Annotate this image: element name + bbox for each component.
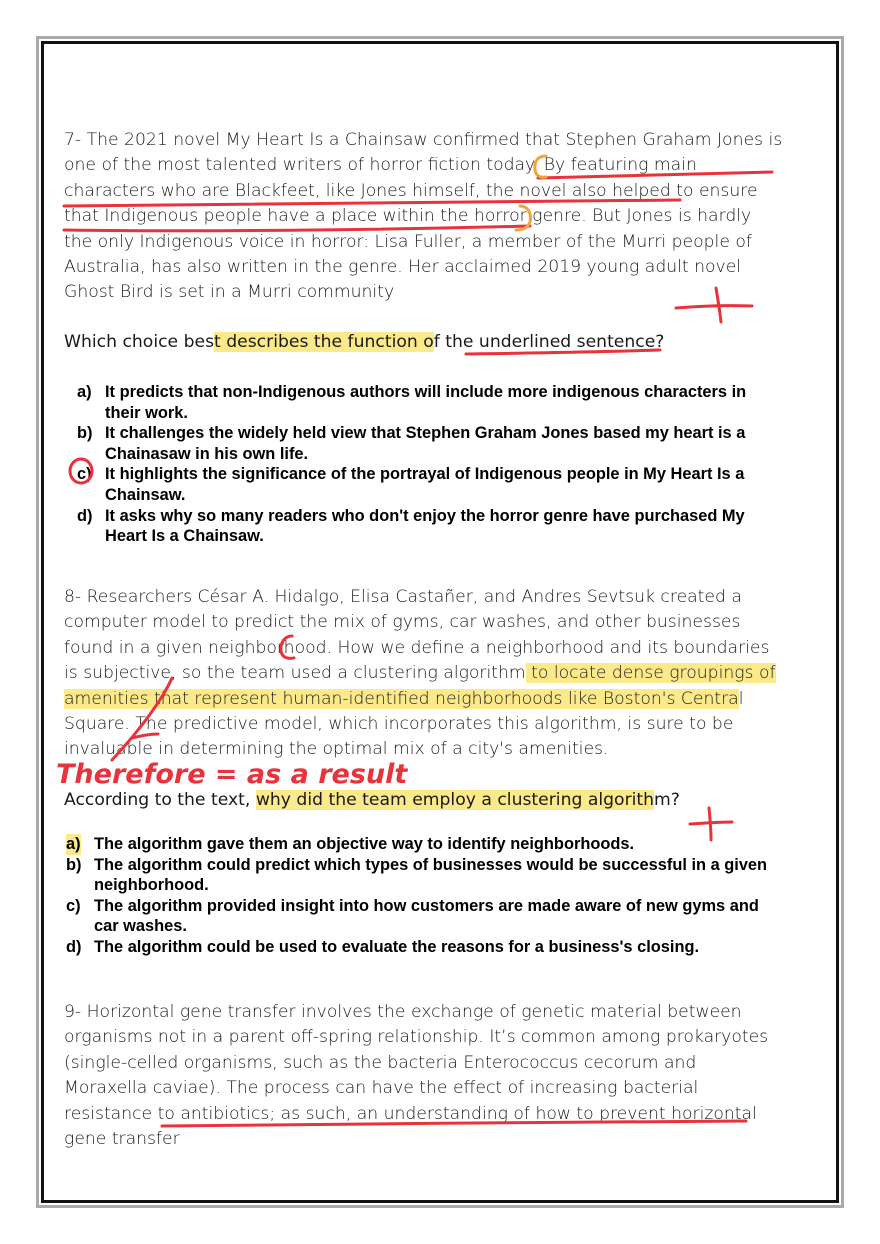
choice-text: The algorithm gave them an objective way… (94, 835, 635, 853)
q7-question-mid: f the u (433, 332, 490, 352)
q7-passage-intro: 7- The 2021 novel My Heart Is a Chainsaw… (64, 130, 783, 176)
q7-choice-b[interactable]: b) It challenges the widely held view tha… (77, 423, 777, 464)
q8-passage-intro: 8- Researchers César A. Hidalgo, Elisa C… (64, 587, 770, 684)
q7-passage-rest: But Jones is hardly the only Indigenous … (64, 206, 752, 303)
choice-letter: d) (77, 506, 93, 525)
q8-choice-b[interactable]: b) The algorithm could predict which type… (66, 855, 778, 896)
q8-question-end: m? (654, 790, 680, 810)
q8-passage-rest: l Square. The predictive model, which in… (64, 688, 744, 760)
q9-passage: 9- Horizontal gene transfer involves the… (64, 1000, 784, 1152)
q8-passage: 8- Researchers César A. Hidalgo, Elisa C… (64, 585, 784, 763)
choice-text: The algorithm could predict which types … (94, 855, 768, 895)
choice-text: The algorithm provided insight into how … (94, 896, 759, 936)
page-outer-border (36, 36, 844, 1208)
q7-choices: a) It predicts that non-Indigenous author… (77, 382, 777, 547)
choice-letter: c) (66, 896, 81, 915)
page-inner-border (41, 41, 839, 1203)
q8-question-highlight: why did the team employ a clustering alg… (255, 790, 655, 810)
q8-choices: a) The algorithm gave them an objective w… (66, 834, 778, 958)
q8-choice-d[interactable]: d) The algorithm could be used to evaluat… (66, 937, 778, 958)
choice-text: It challenges the widely held view that … (105, 424, 746, 463)
q7-question-highlight: t describes the function o (214, 332, 434, 352)
choice-letter: a) (66, 834, 81, 855)
choice-letter: b) (77, 424, 93, 443)
q7-passage: 7- The 2021 novel My Heart Is a Chainsaw… (64, 128, 784, 306)
choice-letter: c) (77, 465, 92, 484)
choice-text: It asks why so many readers who don't en… (105, 506, 745, 546)
q7-question-start: Which choice bes (64, 332, 215, 352)
q7-choice-a[interactable]: a) It predicts that non-Indigenous author… (77, 382, 777, 423)
q8-question: According to the text, why did the team … (64, 788, 784, 813)
q8-choice-a[interactable]: a) The algorithm gave them an objective w… (66, 834, 778, 855)
q7-choice-c[interactable]: c) It highlights the significance of the … (77, 464, 777, 505)
q9-underlined-sentence: as such, an understanding of how to prev… (64, 1103, 757, 1150)
q9-passage-intro: 9- Horizontal gene transfer involves the… (64, 1002, 769, 1124)
choice-text: It predicts that non-Indigenous authors … (105, 383, 747, 422)
q8-question-start: According to the text, (64, 790, 256, 810)
choice-letter: d) (66, 937, 82, 956)
choice-letter: a) (77, 383, 92, 401)
q7-choice-d[interactable]: d) It asks why so many readers who don't … (77, 506, 777, 547)
choice-text: The algorithm could be used to evaluate … (94, 937, 700, 956)
q8-choice-c[interactable]: c) The algorithm provided insight into ho… (66, 896, 778, 937)
q7-question: Which choice best describes the function… (64, 330, 784, 355)
q7-question-end: nderlined sentence? (489, 332, 665, 352)
choice-text: It highlights the significance of the po… (105, 465, 745, 504)
choice-letter: b) (66, 855, 82, 874)
q7-underlined-sentence: By featuring main characters who are Bla… (64, 155, 758, 227)
